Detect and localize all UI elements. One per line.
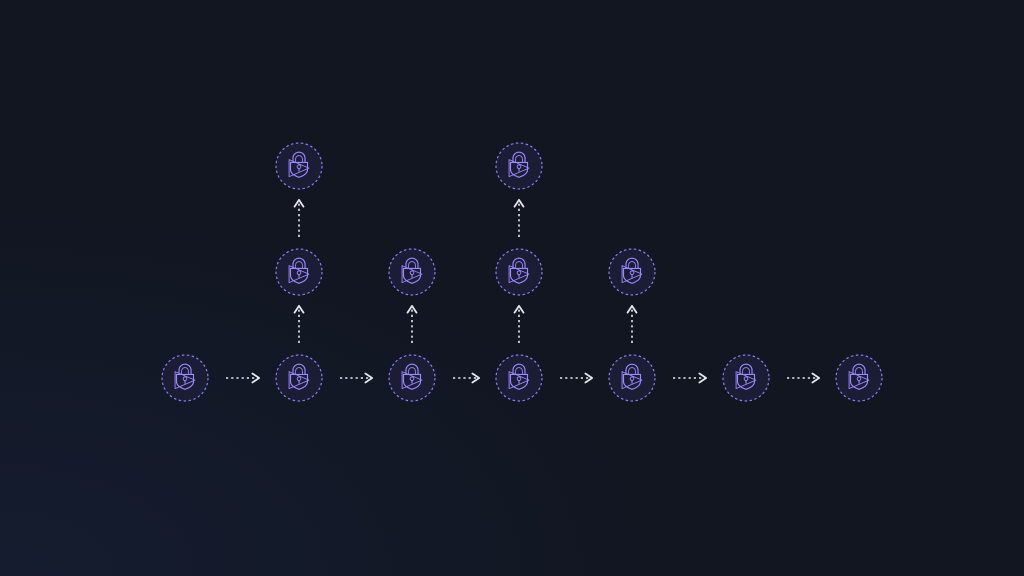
connectors <box>226 198 821 384</box>
node-ring <box>388 354 436 402</box>
node-ring <box>161 354 209 402</box>
nodes <box>161 142 883 402</box>
node-fill <box>836 355 882 401</box>
node-fill <box>389 355 435 401</box>
node-fill <box>162 355 208 401</box>
node-fill <box>276 355 322 401</box>
node-b2b <box>275 142 323 190</box>
node-fill <box>609 249 655 295</box>
node-fill <box>609 355 655 401</box>
node-n7 <box>835 354 883 402</box>
node-b2a <box>275 248 323 296</box>
node-fill <box>389 249 435 295</box>
node-ring <box>495 354 543 402</box>
node-b5a <box>608 248 656 296</box>
node-fill <box>276 143 322 189</box>
node-fill <box>496 355 542 401</box>
node-ring <box>275 248 323 296</box>
node-ring <box>608 354 656 402</box>
node-ring <box>835 354 883 402</box>
node-fill <box>276 249 322 295</box>
node-ring <box>275 354 323 402</box>
node-ring <box>495 142 543 190</box>
node-ring <box>275 142 323 190</box>
node-n5 <box>608 354 656 402</box>
node-fill <box>723 355 769 401</box>
node-n3 <box>388 354 436 402</box>
node-n4 <box>495 354 543 402</box>
node-ring <box>388 248 436 296</box>
node-fill <box>496 143 542 189</box>
node-ring <box>722 354 770 402</box>
node-b4a <box>495 248 543 296</box>
node-n1 <box>161 354 209 402</box>
node-n2 <box>275 354 323 402</box>
node-n6 <box>722 354 770 402</box>
node-b4b <box>495 142 543 190</box>
node-ring <box>495 248 543 296</box>
node-b3a <box>388 248 436 296</box>
node-ring <box>608 248 656 296</box>
node-fill <box>496 249 542 295</box>
